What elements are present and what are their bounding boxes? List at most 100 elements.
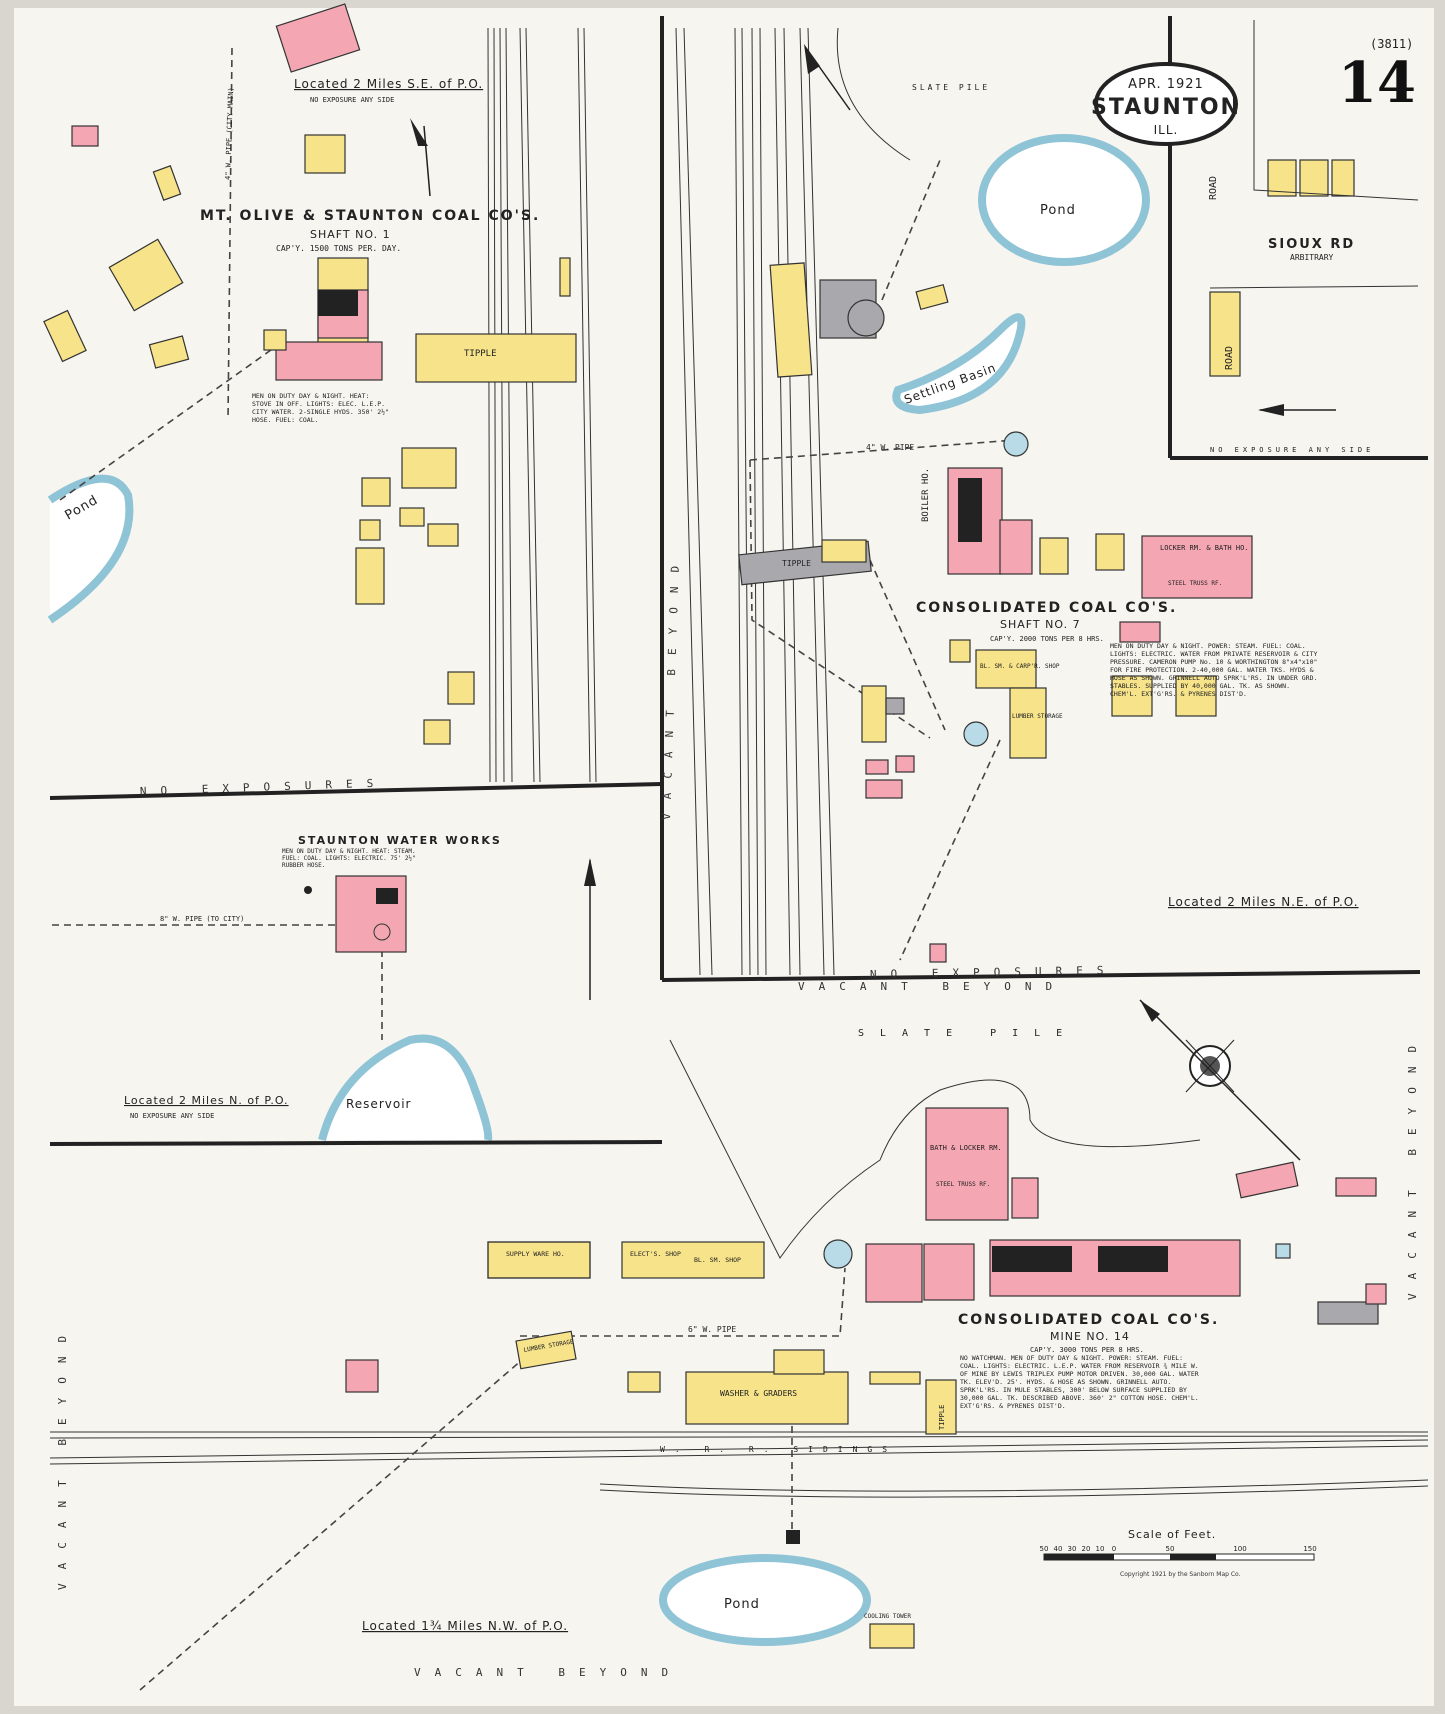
slate-pile-outline-top <box>836 27 911 161</box>
pump-circle <box>373 923 391 941</box>
divider-shaft7-bottom <box>661 970 1421 982</box>
shed-c <box>427 523 459 547</box>
mt-olive-shaft: SHAFT NO. 1 <box>310 228 391 241</box>
lumber-storage-14 <box>515 1330 577 1370</box>
steel-bin <box>847 299 885 337</box>
reservoir-box <box>1275 1243 1291 1259</box>
blsm-carp-shop <box>975 649 1037 689</box>
office-14 <box>627 1371 661 1393</box>
boiler-units <box>958 478 982 542</box>
water-tank-2 <box>963 721 989 747</box>
water-works-notes: MEN ON DUTY DAY & NIGHT. HEAT: STEAM. FU… <box>282 848 416 869</box>
corner-road-1: ROAD <box>1208 176 1219 200</box>
street-line-a <box>1253 20 1419 201</box>
mine14-blsm: BL. SM. SHOP <box>694 1256 741 1264</box>
water-works-location-sub: NO EXPOSURE ANY SIDE <box>130 1112 214 1120</box>
shaft7-shaft: SHAFT NO. 7 <box>1000 618 1081 631</box>
shaft1-boilers <box>318 290 358 316</box>
well-house <box>263 329 287 351</box>
scale-tick-label: 0 <box>1112 1545 1116 1553</box>
mine14-capacity: CAP'Y. 3000 TONS PER 8 HRS. <box>1030 1346 1144 1354</box>
railroad-tracks-mt-olive <box>487 27 597 783</box>
supply-outline <box>487 1241 591 1279</box>
mine14-water-pipe <box>520 1267 846 1337</box>
header-state: ILL. <box>1154 123 1179 137</box>
locker-bath-house-7 <box>1141 535 1253 599</box>
boiler-bank-1 <box>992 1246 1072 1272</box>
shaft7-notes-box: MEN ON DUTY DAY & NIGHT. POWER: STEAM. F… <box>1110 642 1317 698</box>
tipple-frame <box>821 539 867 563</box>
shaft7-buildings <box>738 262 1253 963</box>
divider-water-works-bottom <box>49 1140 663 1146</box>
shed-a <box>361 477 391 507</box>
north-arrow-icon <box>410 118 431 197</box>
frame-dwelling-3 <box>148 335 190 369</box>
conveyor-14 <box>869 1371 921 1385</box>
water-works-name: STAUNTON WATER WORKS <box>298 834 502 847</box>
pipe-from-reservoir <box>139 1339 546 1691</box>
scale-tick-label: 150 <box>1303 1545 1316 1553</box>
engine-house <box>275 341 383 381</box>
compass-rose-icon <box>1139 999 1301 1161</box>
blacksmith-shop <box>401 447 457 489</box>
settling-basin <box>892 313 1026 415</box>
mt-olive-pipe: 4" W. PIPE (CITY MAIN) <box>224 87 235 180</box>
office <box>304 134 346 174</box>
mt-olive-location-sub: NO EXPOSURE ANY SIDE <box>310 96 394 104</box>
scale-title: Scale of Feet. <box>1128 1528 1216 1541</box>
water-works-notes-box: MEN ON DUTY DAY & NIGHT. HEAT: STEAM. FU… <box>282 848 416 869</box>
auto-store <box>1095 533 1125 571</box>
mine14-tipple: TIPPLE <box>938 1405 946 1430</box>
slate-pile-outline-bottom <box>669 1039 1201 1259</box>
saloon-2 <box>1209 291 1241 377</box>
small-brick-a <box>865 759 889 775</box>
mine14-vacant-bottom: VACANT BEYOND <box>414 1666 682 1679</box>
oil-house <box>1335 1177 1377 1197</box>
powder-house <box>423 719 451 745</box>
corner-buildings <box>1209 20 1419 377</box>
frame-shed <box>152 165 182 201</box>
lumber-storage <box>1009 687 1047 759</box>
shaft7-pipe: 4" W. PIPE <box>866 443 914 452</box>
water-works-pipe: 8" W. PIPE (TO CITY) <box>160 915 244 923</box>
street-line-b <box>1209 285 1419 289</box>
mine14-pond: Pond <box>724 1597 760 1612</box>
frame-dwelling-1 <box>108 238 184 312</box>
shaft7-locker-sub: STEEL TRUSS RF. <box>1168 580 1222 587</box>
shaft7-pond: Pond <box>1040 203 1076 218</box>
mine14-notes-box: NO WATCHMAN. MEN OF DUTY DAY & NIGHT. PO… <box>960 1354 1199 1410</box>
shaft7-pipe-mid <box>869 559 946 731</box>
north-arrow-icon <box>584 858 596 1000</box>
divider-mt-olive-bottom <box>49 782 663 800</box>
small-brick-building <box>71 125 99 147</box>
mt-olive-notes: MEN ON DUTY DAY & NIGHT. HEAT: STOVE IN … <box>252 392 389 424</box>
reservoir <box>318 1034 493 1141</box>
gray-garage <box>1317 1301 1379 1325</box>
shaft7-pipe-south <box>899 739 1001 961</box>
mine14-vacant-right: VACANT BEYOND <box>1406 1032 1419 1300</box>
shaft7-water-pipe <box>749 439 1017 461</box>
scale-tick-label: 30 <box>1068 1545 1077 1553</box>
bath-locker-room <box>925 1107 1009 1221</box>
mine14-location: Located 1¾ Miles N.W. of P.O. <box>362 1619 568 1633</box>
small-frame-2 <box>949 639 971 663</box>
header-date: APR. 1921 <box>1128 77 1204 92</box>
frame-shed-y <box>1175 675 1217 717</box>
hoist-engine <box>999 519 1033 575</box>
north-arrow-icon <box>1258 404 1336 416</box>
shed-d <box>359 519 381 541</box>
fan-house <box>355 547 385 605</box>
frame-dwelling-2 <box>43 309 87 363</box>
corner-road-2: ROAD <box>1224 346 1235 370</box>
small-brick-c <box>865 779 903 799</box>
scale-tick-label: 50 <box>1166 1545 1175 1553</box>
boiler-block <box>376 888 398 904</box>
water-works-location: Located 2 Miles N. of P.O. <box>124 1094 289 1107</box>
mine14-cooling: COOLING TOWER <box>864 1613 911 1620</box>
scale-tick-label: 20 <box>1082 1545 1091 1553</box>
reservoir-label: Reservoir <box>346 1097 411 1111</box>
mine14-supply: SUPPLY WARE HO. <box>506 1250 565 1258</box>
scale-tick-label: 40 <box>1054 1545 1063 1553</box>
